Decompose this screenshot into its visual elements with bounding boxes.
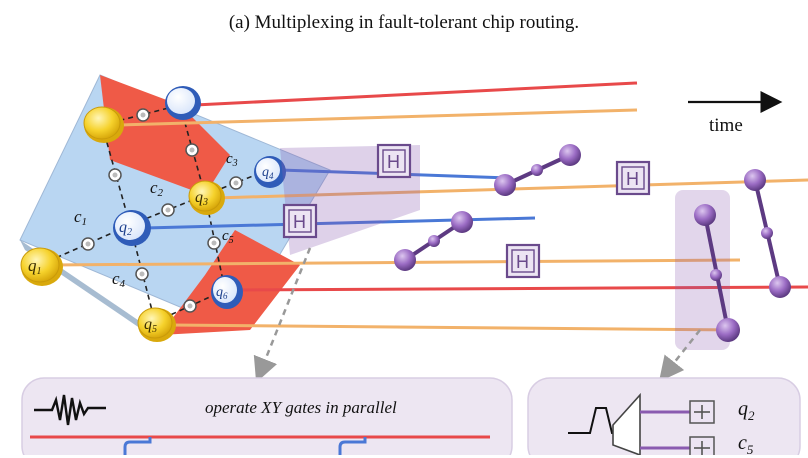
panel-left-caption: operate XY gates in parallel — [205, 398, 397, 417]
panel-left-pulse-1 — [123, 437, 152, 455]
line-top-orange — [119, 108, 638, 127]
two-qubit-gates — [394, 144, 791, 342]
q5-label: q — [144, 316, 152, 333]
panel-right-q2-label: q2 — [738, 398, 755, 424]
svg-text:q5: q5 — [144, 316, 157, 335]
panel-left-pulse-2 — [338, 437, 367, 455]
qubit-top-left — [83, 106, 124, 143]
svg-text:H: H — [516, 252, 529, 272]
time-label: time — [709, 115, 743, 136]
qubit-q4: q4 — [254, 156, 286, 188]
q6-sub: 6 — [223, 291, 228, 301]
h-gates: H H H H — [282, 143, 651, 279]
panel-right-c5-sub: 5 — [746, 442, 754, 457]
svg-text:q1: q1 — [28, 256, 42, 277]
line-top-red — [194, 81, 638, 107]
svg-text:H: H — [293, 212, 306, 232]
panel-right — [527, 377, 801, 455]
arrow-to-left-panel — [253, 247, 312, 383]
q5-sub: 5 — [152, 324, 157, 335]
q1-label: q — [28, 256, 37, 275]
c3-label: c — [226, 151, 233, 167]
q2-label: q — [119, 219, 127, 236]
line-q5-orange — [169, 323, 741, 332]
panel-right-q2-letter: q — [738, 398, 748, 420]
qubit-q2: q2 — [113, 210, 151, 246]
svg-text:H: H — [387, 152, 400, 172]
line-q6-red — [234, 285, 808, 292]
cz-gate-4 — [744, 169, 791, 298]
svg-text:c3: c3 — [226, 151, 238, 169]
coupler-labels: c1 c2 c3 c4 c5 — [74, 151, 238, 290]
coupler-rings — [81, 108, 243, 313]
q3-sub: 3 — [202, 197, 208, 208]
svg-text:q4: q4 — [262, 165, 274, 181]
q1-sub: 1 — [37, 266, 42, 277]
c4-label: c — [112, 269, 120, 288]
qubit-q1: q1 — [20, 247, 63, 286]
c5-label: c — [222, 228, 229, 244]
svg-text:H: H — [626, 169, 639, 189]
splitter-shape — [612, 392, 641, 455]
c2-sub: 2 — [158, 187, 164, 199]
qubit-top-right — [165, 86, 201, 120]
c5-sub: 5 — [229, 235, 234, 246]
qubit-q6: q6 — [211, 275, 243, 309]
svg-text:q2: q2 — [119, 219, 132, 238]
adder-box-c5 — [689, 436, 715, 455]
c4-sub: 4 — [120, 278, 126, 290]
h-gate-q3: H — [615, 160, 651, 196]
cz-gate-1 — [494, 144, 581, 196]
h-gate-q2: H — [282, 203, 318, 239]
h-gate-q1: H — [505, 243, 541, 279]
waveform-icon — [34, 394, 106, 426]
q4-label: q — [262, 165, 269, 180]
h-gate-q4: H — [376, 143, 412, 179]
figure-title: (a) Multiplexing in fault-tolerant chip … — [228, 12, 580, 33]
svg-text:c1: c1 — [74, 207, 87, 228]
panel-right-q2-sub: 2 — [748, 408, 755, 423]
cz-gate-3 — [694, 204, 740, 342]
adder-box-q2 — [689, 400, 715, 424]
qubit-q3: q3 — [188, 180, 225, 215]
c1-sub: 1 — [82, 216, 88, 228]
svg-text:c4: c4 — [112, 269, 126, 290]
panel-right-c5-letter: c — [738, 432, 747, 454]
svg-text:q6: q6 — [216, 285, 228, 301]
cz-gate-2 — [394, 211, 473, 271]
q2-sub: 2 — [127, 227, 132, 238]
q6-label: q — [216, 285, 223, 300]
svg-text:q3: q3 — [195, 189, 208, 208]
panel-right-c5-label: c5 — [738, 432, 753, 458]
qubit-q5: q5 — [137, 307, 176, 342]
c2-label: c — [150, 178, 158, 197]
svg-text:c2: c2 — [150, 178, 164, 199]
c1-label: c — [74, 207, 82, 226]
chip-red-region-top — [100, 75, 230, 195]
highlight-cz-gate — [675, 190, 730, 350]
q4-sub: 4 — [269, 171, 274, 181]
q3-label: q — [195, 189, 203, 206]
c3-sub: 3 — [232, 158, 238, 169]
svg-text:c5: c5 — [222, 228, 234, 246]
